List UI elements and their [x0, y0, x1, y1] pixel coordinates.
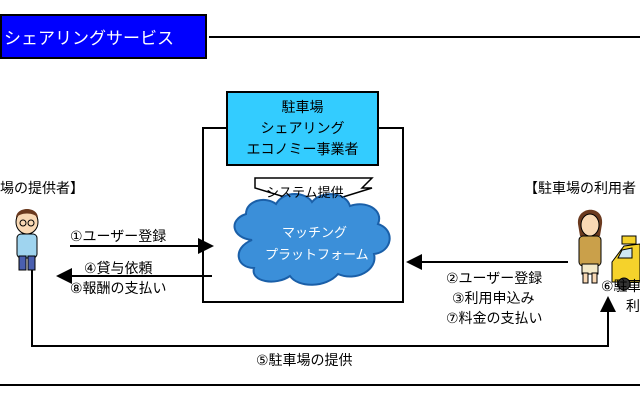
user-heading: 【駐車場の利用者: [524, 181, 636, 197]
title-rule: [209, 36, 640, 38]
provider-heading: 場の提供者】: [0, 181, 84, 197]
flow-provider-register: ①ユーザー登録: [70, 229, 167, 245]
system-provision-label: システム提供: [266, 186, 344, 201]
system-provision-chevron: [254, 177, 374, 207]
taxi-car-icon: [611, 235, 640, 291]
platform-line-2: プラットフォーム: [265, 248, 369, 263]
flow-reward-payment: ⑧報酬の支払い: [70, 281, 167, 297]
operator-box: 駐車場 シェアリング エコノミー事業者: [226, 91, 379, 166]
flow-usage-application: ③利用申込み: [452, 291, 535, 307]
user-partial-label-2: 利: [626, 299, 640, 315]
man-figure-icon: [15, 209, 39, 271]
bottom-rule: [0, 384, 640, 386]
platform-line-1: マッチング: [282, 226, 348, 241]
user-partial-label-1: ⑥駐車: [601, 279, 640, 295]
flow-parking-provision: ⑤駐車場の提供: [256, 353, 353, 369]
cloud-icon: [233, 193, 391, 286]
operator-line-3: エコノミー事業者: [246, 142, 359, 158]
flow-lending-request: ④貸与依頼: [84, 261, 153, 277]
flow-fee-payment: ⑦料金の支払い: [446, 311, 543, 327]
title-box: [0, 14, 207, 59]
arrow-parking-provision: [31, 270, 616, 347]
flow-user-register: ②ユーザー登録: [446, 271, 543, 287]
operator-line-2: シェアリング: [260, 121, 345, 137]
page-title: シェアリングサービス: [4, 29, 174, 49]
operator-line-1: 駐車場: [281, 100, 324, 116]
woman-figure-icon: [577, 209, 603, 284]
